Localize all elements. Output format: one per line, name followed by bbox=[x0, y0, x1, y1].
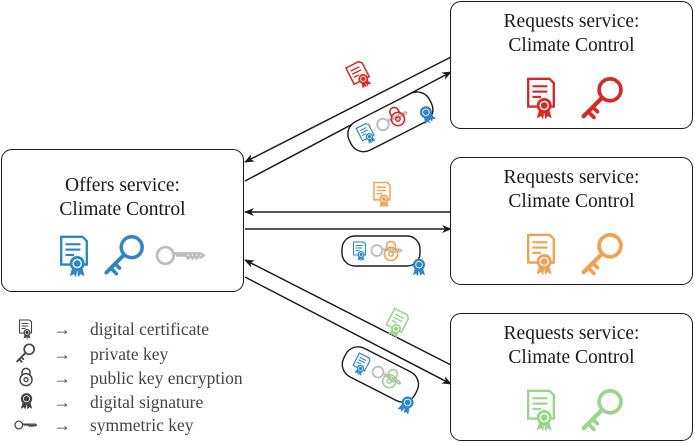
message-encrypted-bundle-req3 bbox=[341, 346, 420, 416]
arrow-req1-to-offer bbox=[244, 56, 452, 163]
certificate-icon bbox=[59, 235, 89, 278]
legend-arrow: → bbox=[53, 343, 71, 364]
request-box-2-title: Requests service: Climate Control bbox=[451, 166, 692, 214]
request-box-1-icons bbox=[526, 74, 691, 120]
arrow-req3-to-offer bbox=[244, 259, 452, 366]
certificate-icon bbox=[18, 319, 33, 339]
legend-arrow: → bbox=[53, 367, 71, 388]
certificate-icon bbox=[526, 389, 556, 432]
request-box-3-title: Requests service: Climate Control bbox=[451, 322, 692, 370]
request-box-1-line2: Climate Control bbox=[508, 35, 635, 56]
legend-label: public key encryption bbox=[90, 367, 243, 388]
legend-row-private-key: → private key bbox=[14, 343, 168, 365]
request-box-1-line1: Requests service: bbox=[503, 11, 640, 32]
request-box-3-line1: Requests service: bbox=[503, 323, 640, 344]
legend-row-symmetric-key: → symmetric key bbox=[14, 414, 194, 436]
request-box-2-line2: Climate Control bbox=[508, 191, 635, 212]
private-key-icon bbox=[104, 234, 145, 276]
request-box-1-title: Requests service: Climate Control bbox=[451, 10, 692, 58]
offer-box-line2: Climate Control bbox=[59, 199, 186, 220]
symmetric-key-icon bbox=[14, 420, 38, 430]
legend-arrow: → bbox=[53, 391, 71, 412]
legend-label: symmetric key bbox=[90, 414, 194, 435]
certificate-icon bbox=[526, 77, 556, 120]
legend-row-certificate: → digital certificate bbox=[14, 318, 209, 340]
private-key-icon bbox=[584, 391, 621, 430]
message-certificate-req3 bbox=[381, 307, 411, 341]
request-box-3-line2: Climate Control bbox=[508, 347, 635, 368]
digital-signature-icon bbox=[20, 392, 33, 410]
legend-row-public-key-encryption: → public key encryption bbox=[14, 367, 243, 389]
legend-label: digital signature bbox=[90, 391, 204, 412]
offer-box-title: Offers service: Climate Control bbox=[2, 174, 243, 222]
legend-arrow: → bbox=[53, 414, 71, 435]
legend-arrow: → bbox=[53, 318, 71, 339]
request-service-box-1: Requests service: Climate Control bbox=[450, 1, 693, 129]
offer-service-box: Offers service: Climate Control bbox=[1, 149, 244, 292]
private-key-icon bbox=[584, 235, 621, 274]
legend-label: digital certificate bbox=[90, 318, 210, 339]
request-box-2-icons bbox=[526, 230, 691, 276]
private-key-icon bbox=[16, 343, 36, 363]
request-service-box-2: Requests service: Climate Control bbox=[450, 157, 693, 285]
message-certificate-req2 bbox=[373, 181, 391, 208]
offer-box-line1: Offers service: bbox=[65, 175, 180, 196]
symmetric-key-icon bbox=[155, 245, 206, 266]
arrow-offer-to-req3 bbox=[244, 276, 452, 385]
message-encrypted-bundle-req1 bbox=[347, 91, 437, 153]
request-box-3-icons bbox=[526, 386, 691, 432]
message-certificate-req1 bbox=[345, 59, 374, 93]
certificate-icon bbox=[526, 233, 556, 276]
legend-label: private key bbox=[90, 343, 169, 364]
arrow-offer-to-req1 bbox=[244, 71, 452, 182]
request-box-2-line1: Requests service: bbox=[503, 167, 640, 188]
offer-box-icons bbox=[59, 234, 206, 278]
public-key-encryption-icon bbox=[19, 367, 33, 387]
message-encrypted-bundle-req2 bbox=[341, 235, 426, 277]
private-key-icon bbox=[584, 79, 621, 118]
legend-row-digital-signature: → digital signature bbox=[14, 391, 203, 413]
request-service-box-3: Requests service: Climate Control bbox=[450, 313, 693, 441]
